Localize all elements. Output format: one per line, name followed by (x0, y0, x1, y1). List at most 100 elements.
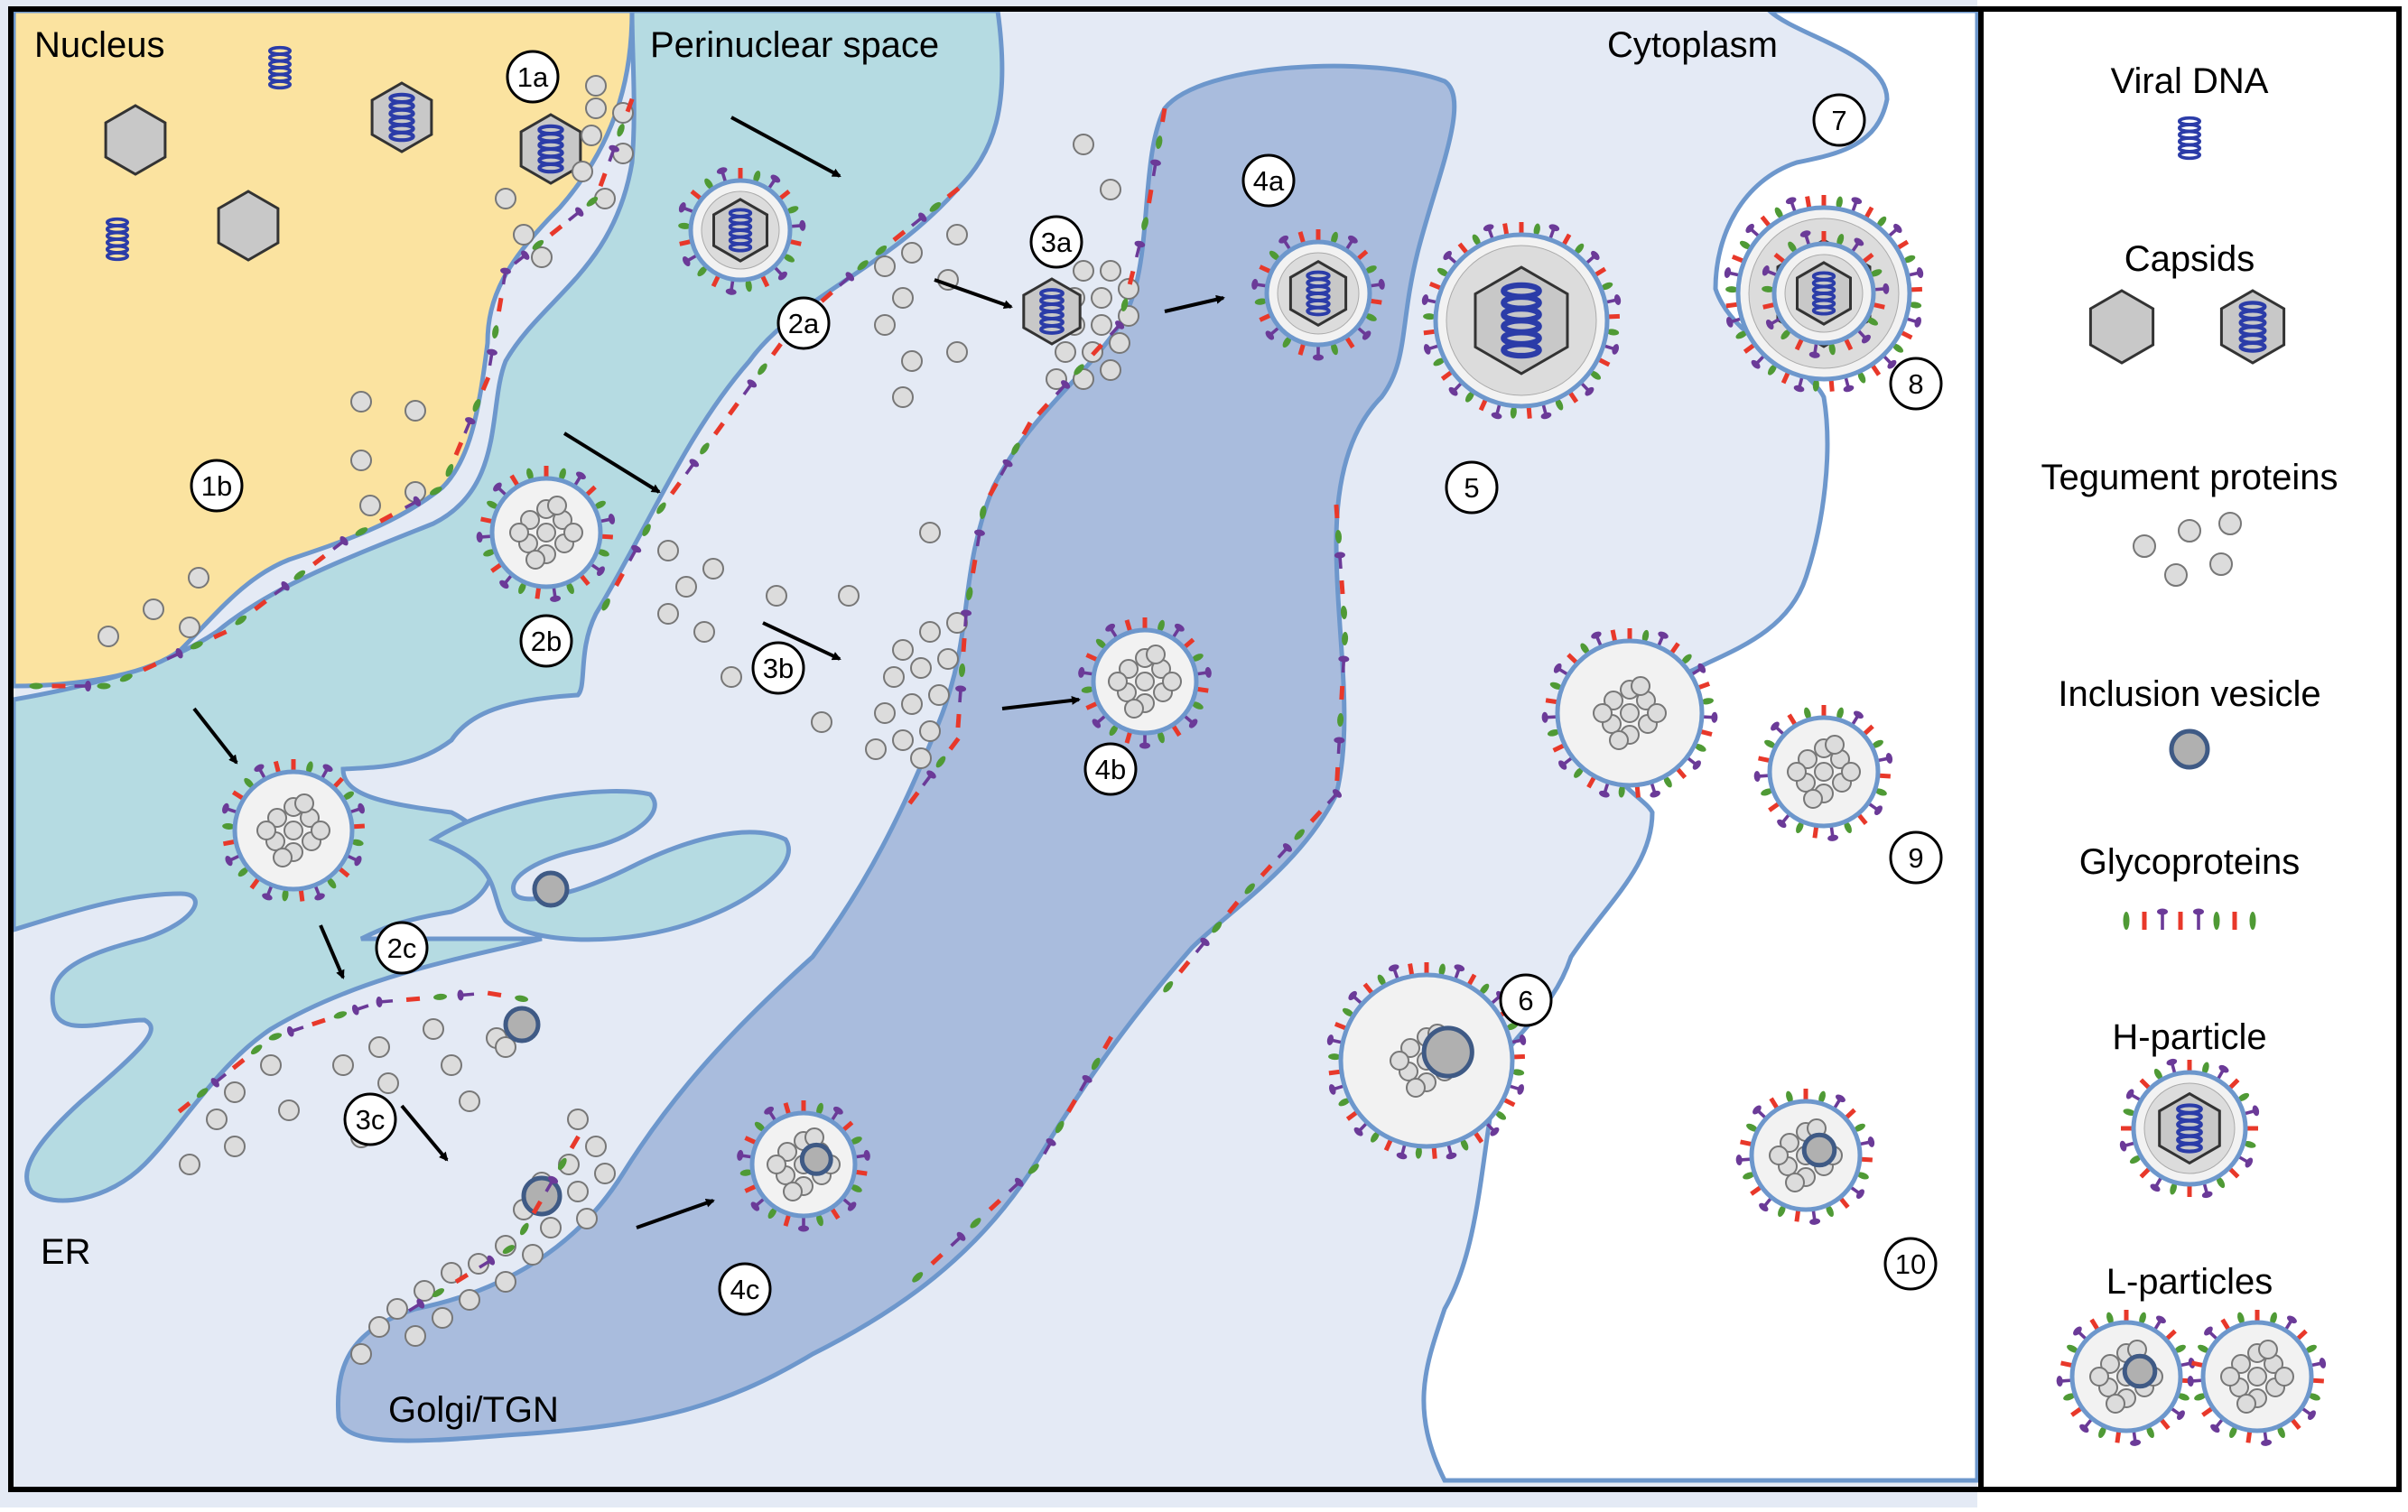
step-badge-4b: 4b (1083, 742, 1138, 796)
glycoprotein-mark (1163, 980, 1174, 993)
glycoprotein-mark (725, 279, 737, 295)
nuclear-membrane-glycoproteins (29, 97, 635, 691)
tegument-protein (585, 97, 607, 119)
glycoprotein-mark (2198, 1344, 2209, 1353)
tegument-protein (459, 1289, 480, 1311)
glycoprotein-mark (1873, 283, 1890, 294)
glycoprotein-mark (758, 363, 767, 376)
tegument-protein (563, 523, 583, 543)
tegument-protein (783, 1182, 803, 1201)
glycoprotein-mark (332, 535, 349, 551)
glycoprotein-mark (783, 1212, 792, 1227)
glycoprotein-mark (2261, 1430, 2273, 1446)
glycoprotein-mark (2129, 1155, 2142, 1164)
glycoprotein-mark (1762, 301, 1776, 310)
step-number: 3c (356, 1104, 386, 1136)
glycoprotein-mark (2130, 1430, 2142, 1446)
glycoprotein-mark (1294, 829, 1305, 840)
glycoprotein-mark (1251, 278, 1268, 290)
glycoprotein-mark (432, 1288, 445, 1298)
glycoprotein-mark (1254, 298, 1268, 305)
glycoprotein-mark (1160, 107, 1167, 123)
released-l-particle-9 (1753, 705, 1893, 841)
tegument-cluster (509, 496, 583, 570)
glycoprotein-mark (1355, 325, 1371, 340)
tegument-protein (1769, 1146, 1789, 1165)
glycoprotein-mark (2310, 1377, 2324, 1384)
glycoprotein-mark (614, 572, 625, 587)
glycoprotein-mark (1091, 1057, 1101, 1071)
tegument-protein (1647, 703, 1667, 723)
glycoprotein-mark (1348, 990, 1363, 1006)
glycoprotein-mark (119, 673, 133, 682)
glycoprotein-mark (1433, 357, 1446, 366)
glycoprotein-mark (1725, 317, 1743, 328)
capsid-with-dna-icon (2219, 289, 2286, 365)
glycoprotein-mark (1338, 1098, 1351, 1107)
glycoprotein-mark (535, 586, 542, 599)
tegument-cluster (2220, 1340, 2294, 1414)
tegument-protein (520, 510, 540, 530)
glycoprotein-mark (1828, 378, 1835, 392)
glycoprotein-mark (1788, 241, 1797, 253)
glycoprotein-mark (480, 516, 494, 524)
glycoprotein-mark (1591, 631, 1604, 648)
glycoprotein-mark (244, 777, 255, 789)
glycoprotein-mark (2166, 1058, 2178, 1075)
tegument-protein (1787, 762, 1807, 782)
viral-dna-icon (2177, 116, 2202, 161)
glycoprotein-mark (907, 791, 920, 805)
glycoprotein-mark (1740, 1139, 1753, 1147)
step-number: 1b (201, 470, 232, 502)
glycoprotein-mark (1081, 686, 1094, 693)
glycoprotein-mark (274, 580, 290, 596)
tegument-protein (576, 1208, 598, 1229)
glycoprotein-mark (1364, 313, 1377, 321)
golgi-tgn-label: Golgi/TGN (388, 1390, 559, 1430)
glycoprotein-mark (1547, 728, 1560, 737)
legend-h-particle-label: H-particle (2112, 1017, 2266, 1057)
released-l-particle-10 (1735, 1089, 1875, 1225)
glycoprotein-mark (1874, 788, 1887, 796)
er-lumen (11, 8, 1005, 1203)
tegument-protein (874, 255, 896, 277)
glycoprotein-mark (531, 1200, 543, 1215)
glycoprotein-mark (2236, 1155, 2254, 1168)
tegument-protein (1620, 703, 1640, 723)
tegument-protein (657, 603, 679, 625)
viral-dna-icon (267, 45, 293, 90)
tegument-protein (459, 1090, 480, 1112)
tegument-protein (432, 1307, 453, 1329)
glycoprotein-mark (589, 562, 605, 576)
tegument-protein (2220, 1367, 2240, 1387)
capsid-with-dna-icon (519, 113, 582, 185)
glycoprotein-mark (678, 222, 692, 229)
glycoprotein-mark (1369, 298, 1382, 305)
glycoprotein-mark (1739, 240, 1752, 250)
glycoprotein-mark (2079, 1417, 2094, 1433)
glycoprotein-mark (2150, 1175, 2163, 1192)
glycoprotein-mark (1768, 364, 1777, 376)
glycoprotein-mark (231, 1058, 246, 1071)
legend-capsids-label: Capsids (2124, 239, 2255, 279)
glycoprotein-mark (480, 376, 491, 391)
flow-arrow (192, 707, 238, 765)
tegument-cluster (1787, 735, 1861, 809)
tegument-protein (675, 576, 697, 598)
glycoprotein-mark (2243, 1105, 2260, 1117)
glycoprotein-mark (1431, 1146, 1437, 1159)
glycoprotein-mark (1178, 960, 1191, 974)
tegument-protein (1100, 260, 1121, 282)
glycoprotein-mark (1141, 217, 1148, 231)
glycoprotein-mark (1328, 1084, 1345, 1095)
tegument-protein (901, 693, 923, 715)
glycoprotein-mark (1574, 767, 1584, 778)
glycoprotein-mark (1794, 1209, 1801, 1222)
glycoprotein-mark (1158, 730, 1165, 744)
tegument-protein (919, 720, 941, 742)
tegument-protein (1609, 730, 1629, 750)
glycoprotein-mark (1771, 721, 1786, 737)
tegument-protein (919, 522, 941, 543)
glycoprotein-mark (286, 1025, 304, 1037)
